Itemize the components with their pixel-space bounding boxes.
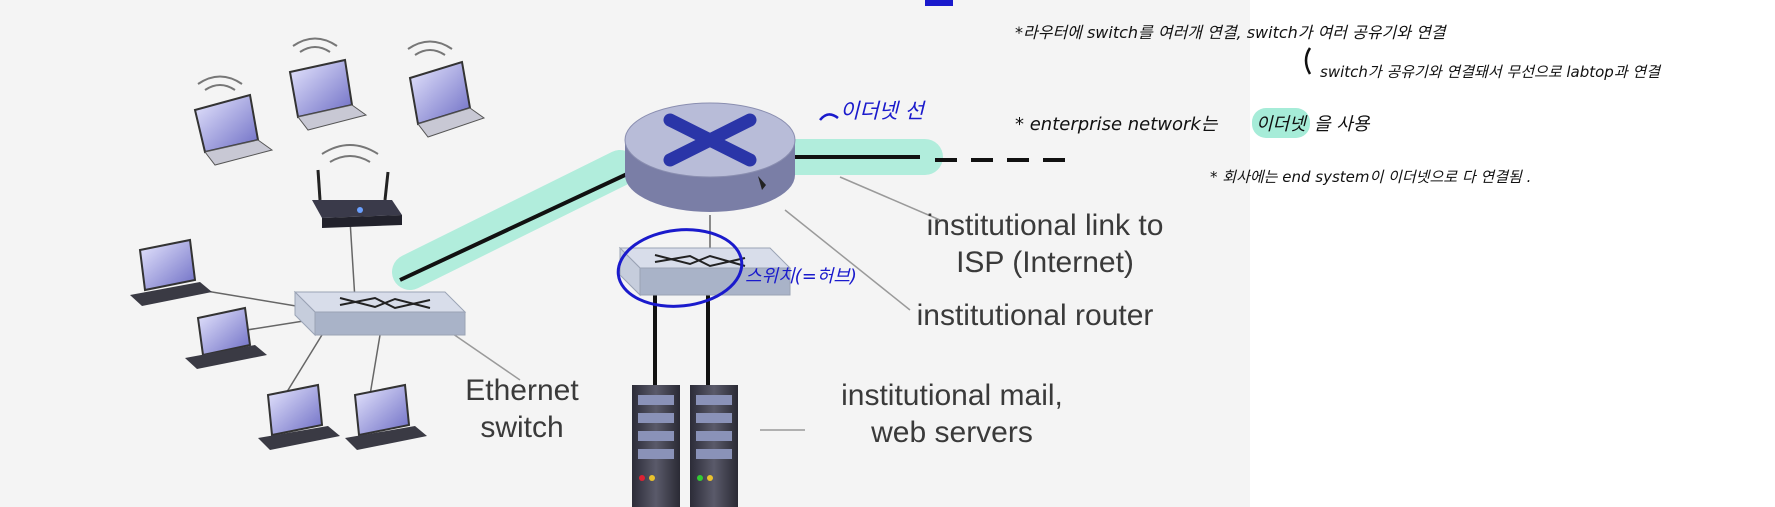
laptop-1	[193, 75, 274, 166]
isp-link-label-line1: institutional link to	[927, 209, 1164, 242]
router	[624, 102, 796, 212]
ethernet-switch	[293, 290, 467, 337]
wifi-signal-icon	[292, 37, 338, 53]
printed-labels: institutional link to ISP (Internet) ins…	[465, 209, 1163, 449]
desktop-2	[185, 306, 267, 369]
servers-label-line1: institutional mail,	[841, 379, 1063, 412]
wifi-signal-icon	[321, 144, 379, 163]
wifi-signal-icon	[407, 40, 453, 56]
note-background	[1250, 0, 1775, 507]
slide-marker	[925, 0, 953, 6]
desktop-3	[258, 383, 340, 450]
highlight-switch-router	[392, 150, 638, 290]
ethernet-line-note: 이더넷 선	[840, 99, 927, 123]
desktop-4	[345, 383, 427, 450]
note-company-end-systems: * 회사에는 end system이 이더넷으로 다 연결됨 .	[1210, 168, 1531, 186]
ethernet-annotation-arrow	[819, 113, 839, 121]
server-switch	[618, 246, 792, 297]
thick-links	[399, 155, 1075, 395]
note-bracket	[1304, 47, 1312, 75]
note-highlight	[1252, 108, 1310, 138]
note-enterprise-highlight: 이더넷	[1256, 114, 1308, 135]
isp-link-label-line2: ISP (Internet)	[956, 246, 1134, 279]
web-server	[690, 385, 738, 507]
mouse-cursor-icon	[758, 176, 766, 190]
laptop-2	[288, 37, 368, 131]
desktop-1	[130, 238, 212, 306]
note-enterprise-prefix: * enterprise network는	[1015, 114, 1219, 135]
router-label: institutional router	[917, 299, 1154, 332]
switch-hub-note: 스위치(=허브)	[745, 266, 857, 287]
mail-server	[632, 385, 680, 507]
servers-label-line2: web servers	[870, 416, 1033, 449]
note-router-switch: *라우터에 switch를 여러개 연결, switch가 여러 공유기와 연결	[1015, 23, 1448, 42]
note-switch-wireless: switch가 공유기와 연결돼서 무선으로 labtop과 연결	[1320, 63, 1662, 81]
switch-annotation-circle	[616, 228, 744, 308]
note-enterprise-suffix: 을 사용	[1314, 114, 1371, 135]
laptop-3	[407, 40, 486, 138]
handwritten-annotations: 이더넷 선 스위치(=허브) *라우터에 switch를 여러개 연결, swi…	[745, 23, 1662, 287]
router-x-icon	[663, 113, 757, 167]
ethernet-switch-label-line1: Ethernet	[465, 374, 579, 407]
wifi-signal-icon	[197, 75, 243, 91]
ethernet-switch-label-line2: switch	[480, 411, 563, 444]
wireless-router	[312, 144, 402, 228]
